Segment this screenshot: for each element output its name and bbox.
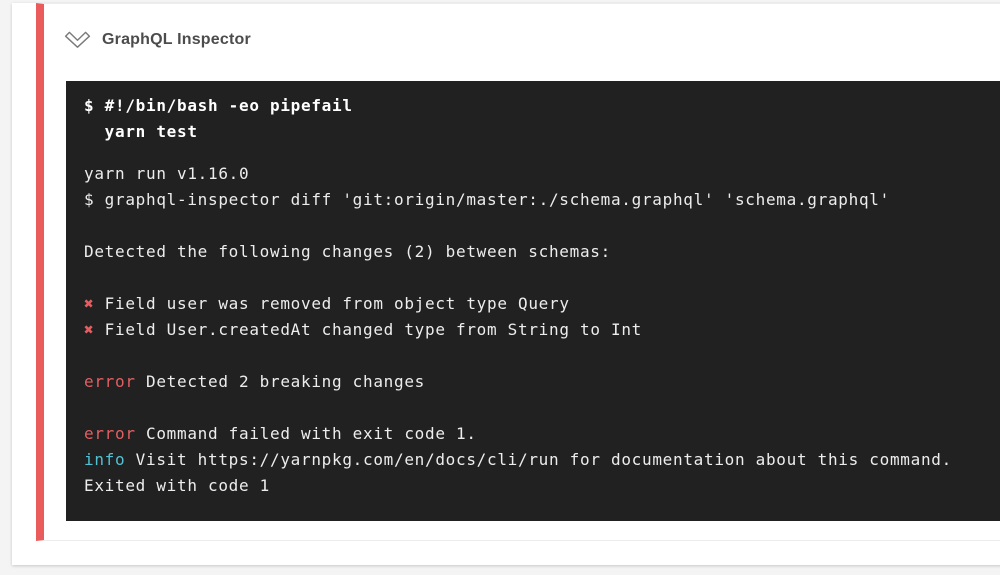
build-step-graphql-inspector: GraphQL Inspector $ #!/bin/bash -eo pipe…: [36, 3, 1000, 541]
terminal-line: ✖ Field User.createdAt changed type from…: [84, 317, 1000, 343]
terminal-output: $ #!/bin/bash -eo pipefail yarn test yar…: [66, 81, 1000, 521]
terminal-line: yarn run v1.16.0: [84, 161, 1000, 187]
terminal-segment: Command failed with exit code 1.: [135, 424, 477, 443]
step-title: GraphQL Inspector: [102, 31, 251, 48]
terminal-line: [84, 343, 1000, 369]
terminal-segment: Detected 2 breaking changes: [135, 372, 425, 391]
terminal-command-block: $ #!/bin/bash -eo pipefail yarn test: [84, 93, 1000, 145]
terminal-segment: Detected the following changes (2) betwe…: [84, 242, 611, 261]
terminal-output-lines: yarn run v1.16.0 $ graphql-inspector diff…: [84, 161, 1000, 499]
terminal-line: info Visit https://yarnpkg.com/en/docs/c…: [84, 447, 1000, 473]
terminal-command-line: $ #!/bin/bash -eo pipefail: [84, 96, 353, 115]
terminal-segment-error: ✖: [84, 320, 95, 339]
terminal-segment: $ graphql-inspector diff 'git:origin/mas…: [84, 190, 890, 209]
terminal-line: [84, 265, 1000, 291]
terminal-line: ✖ Field user was removed from object typ…: [84, 291, 1000, 317]
terminal-segment: yarn run v1.16.0: [84, 164, 250, 183]
terminal-line: Exited with code 1: [84, 473, 1000, 499]
terminal-line: Detected the following changes (2) betwe…: [84, 239, 1000, 265]
step-header[interactable]: GraphQL Inspector: [44, 4, 1000, 60]
terminal-segment: Visit https://yarnpkg.com/en/docs/cli/ru…: [125, 450, 952, 469]
terminal-line: [84, 395, 1000, 421]
terminal-segment: Field User.createdAt changed type from S…: [94, 320, 642, 339]
terminal-segment-error: ✖: [84, 294, 95, 313]
terminal-segment-info: info: [84, 450, 126, 469]
terminal-segment-error: error: [84, 372, 136, 391]
terminal-segment: Field user was removed from object type …: [94, 294, 570, 313]
terminal-line: [84, 213, 1000, 239]
terminal-segment-error: error: [84, 424, 136, 443]
terminal-command-line: yarn test: [84, 122, 198, 141]
terminal-segment: Exited with code 1: [84, 476, 270, 495]
terminal-line: error Detected 2 breaking changes: [84, 369, 1000, 395]
terminal-line: $ graphql-inspector diff 'git:origin/mas…: [84, 187, 1000, 213]
chevron-down-icon: [64, 31, 91, 49]
build-output-card: GraphQL Inspector $ #!/bin/bash -eo pipe…: [12, 3, 1000, 565]
terminal-line: error Command failed with exit code 1.: [84, 421, 1000, 447]
